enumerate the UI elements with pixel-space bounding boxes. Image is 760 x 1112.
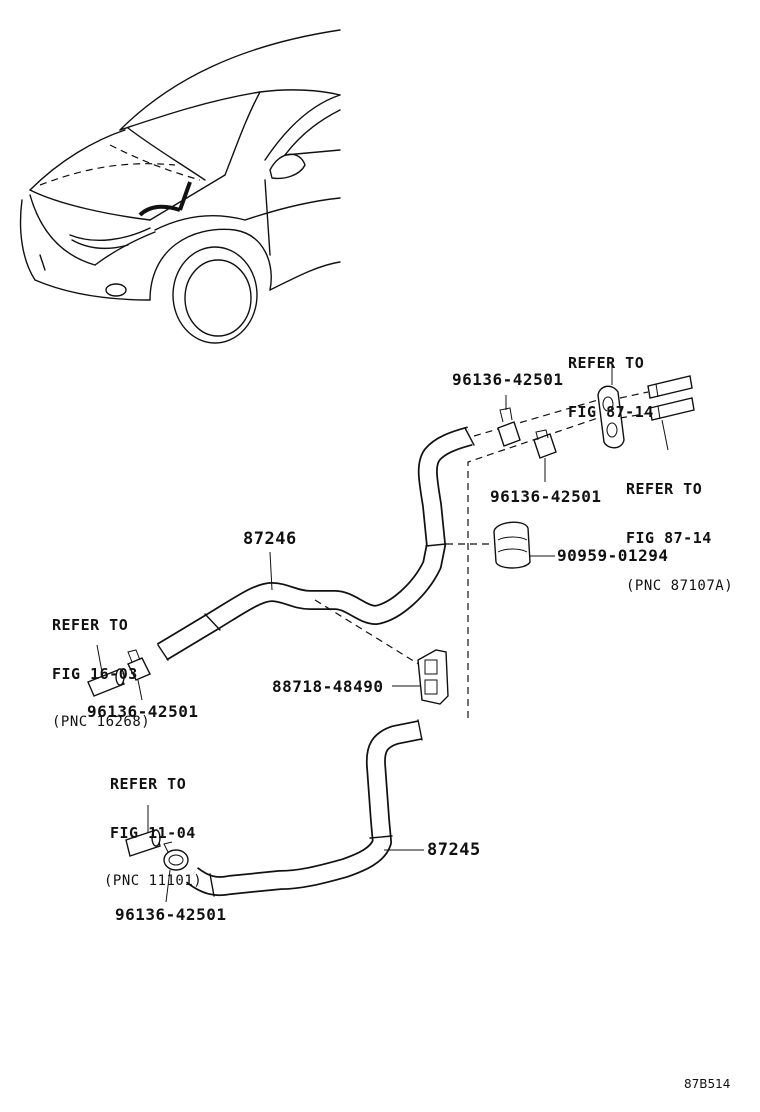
reference-pnc: (PNC 11101) (104, 873, 203, 889)
reference-line: REFER TO (568, 354, 645, 372)
pipe-fitting-icon (125, 805, 161, 857)
reference-line: FIG 11-04 (110, 824, 196, 842)
part-number-label: 96136-42501 (452, 370, 564, 389)
reference-line: FIG 16-03 (52, 665, 138, 683)
part-number-label: 96136-42501 (87, 702, 199, 721)
clamp-icon (163, 841, 189, 903)
hose-clamp-icon (493, 521, 555, 569)
reference-line: FIG 87-14 (568, 403, 654, 421)
assembly-lines (314, 391, 651, 718)
bracket-icon (392, 649, 449, 705)
vehicle-outline (19, 29, 341, 344)
diagram-code: 87B514 (684, 1077, 731, 1091)
heater-pipe-icon (647, 375, 695, 451)
reference-line: REFER TO (52, 616, 129, 634)
reference-note: REFER TO FIG 16-03 (PNC 16268) (52, 588, 150, 744)
reference-pnc: (PNC 87107A) (626, 578, 734, 594)
reference-line: REFER TO (110, 775, 187, 793)
leader-line (269, 551, 273, 591)
clamp-icon (533, 429, 557, 482)
hose-87245 (185, 719, 423, 897)
reference-note: REFER TO FIG 87-14 (PNC 87107A) (626, 452, 733, 608)
reference-note: REFER TO FIG 87-14 (568, 326, 654, 435)
part-number-label: 88718-48490 (272, 677, 384, 696)
reference-note: REFER TO FIG 11-04 (PNC 11101) (104, 747, 202, 903)
hose-87246 (156, 426, 475, 661)
part-number-label: 90959-01294 (557, 546, 669, 565)
reference-line: REFER TO (626, 480, 703, 498)
part-number-label: 96136-42501 (490, 487, 602, 506)
reference-pnc: (PNC 16268) (52, 714, 151, 730)
grommet-icon (597, 365, 625, 449)
part-number-label: 87246 (243, 529, 297, 549)
reference-line: FIG 87-14 (626, 529, 712, 547)
part-number-label: 96136-42501 (115, 905, 227, 924)
pipe-fitting-icon (87, 644, 125, 697)
part-number-label: 87245 (427, 840, 481, 860)
clamp-icon (127, 649, 151, 701)
clamp-icon (497, 395, 521, 447)
